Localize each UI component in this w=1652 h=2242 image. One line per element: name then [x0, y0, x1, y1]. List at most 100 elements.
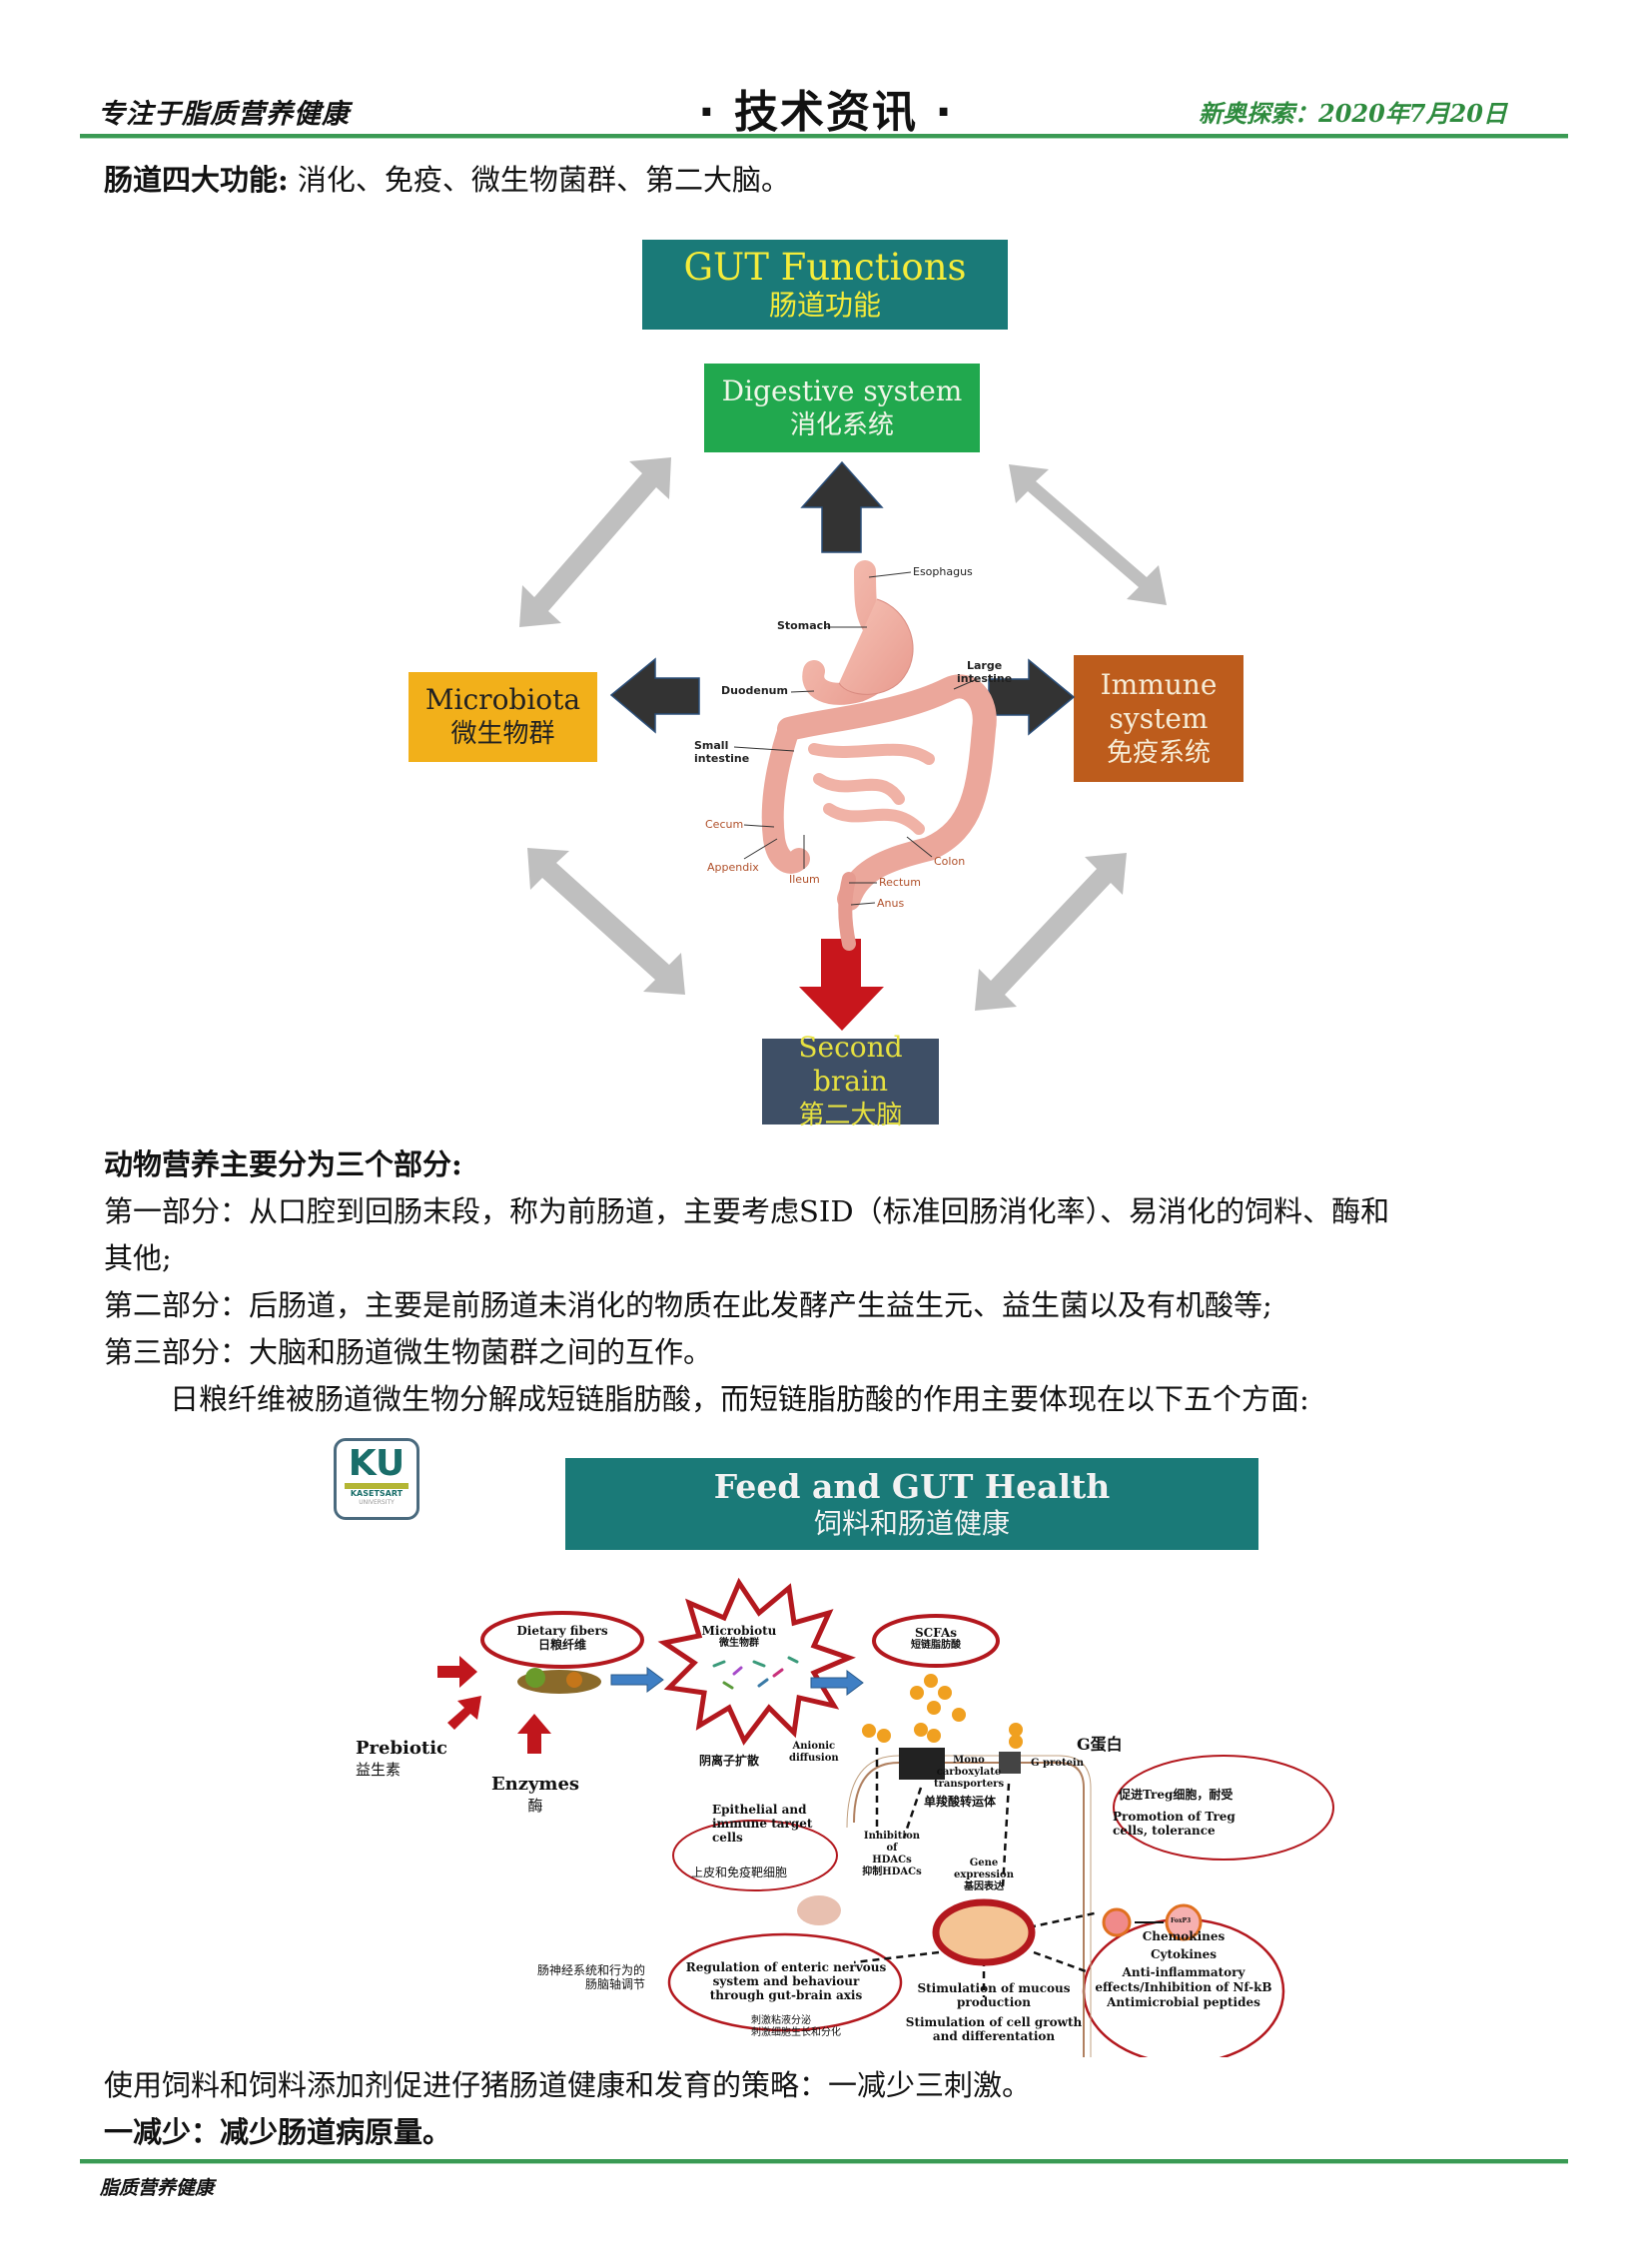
immune-label-zh: 免疫系统 [1106, 737, 1211, 768]
digestive-label-en: Digestive system [721, 374, 963, 407]
anatomy-label-cecum: Cecum [705, 818, 744, 831]
mucous-label: Stimulation of mucous production Stimula… [894, 1981, 1094, 2043]
anatomy-label-large-2: intestine [957, 672, 1013, 685]
gene-en2: expression [954, 1869, 1014, 1880]
logo-bar [345, 1483, 409, 1489]
gut-brain-zh2: 肠脑轴调节 [584, 1977, 645, 1991]
scfas-zh: 短链脂肪酸 [911, 1640, 961, 1651]
anatomy-label-anus: Anus [877, 897, 905, 910]
strategy-text: 使用饲料和饲料添加剂促进仔猪肠道健康和发育的策略：一减少三刺激。 [104, 2068, 1032, 2102]
header-slogan: 专注于脂质营养健康 [98, 99, 350, 130]
double-arrow-top-right-icon [1009, 464, 1167, 605]
epithelial-ellipse [672, 1820, 838, 1891]
mucous-en1: Stimulation of mucous [917, 1981, 1071, 1995]
immune-effect-item: Anti-inflammatory [1122, 1965, 1245, 1979]
dietary-fibers-en: Dietary fibers [516, 1624, 608, 1638]
gene-en1: Gene [969, 1858, 999, 1868]
g-protein-icon [999, 1752, 1021, 1774]
feed-gut-health-title-box: Feed and GUT Health 饲料和肠道健康 [565, 1458, 1258, 1550]
anatomy-label-large-1: Large [967, 659, 1003, 672]
anatomy-label-small-2: intestine [694, 752, 750, 765]
anionic-diffusion-en: Anionic diffusion [789, 1741, 839, 1765]
epithelial-en2: immune target [712, 1817, 813, 1831]
epithelial-zh: 上皮和免疫靶细胞 [691, 1866, 788, 1879]
gut-functions-title-zh: 肠道功能 [768, 289, 881, 322]
double-arrow-top-left-icon [519, 457, 671, 627]
anatomy-label-duodenum: Duodenum [721, 684, 788, 697]
mono-en3: transporters [934, 1779, 1005, 1790]
header-divider [80, 134, 1568, 139]
mucous-en2: production [957, 1995, 1031, 2009]
immune-effect-item: effects/Inhibition of Nf-kB [1095, 1980, 1272, 1994]
anatomy-label-ileum: Ileum [789, 873, 820, 886]
immune-effect-item: Cytokines [1150, 1947, 1218, 1961]
prebiotic-arrow-diag-icon [447, 1696, 481, 1730]
anionic-en2: diffusion [789, 1753, 839, 1764]
anatomy-label-appendix: Appendix [707, 861, 759, 874]
blue-arrow-1-icon [610, 1667, 664, 1693]
prebiotic-label: Prebiotic 益生素 [356, 1738, 447, 1780]
gut-brain-en3: through gut-brain axis [709, 1988, 863, 2002]
brain-icon [797, 1895, 841, 1925]
logo-sub1: KASETSART [350, 1489, 404, 1498]
gene-expression-label: Gene expression 基因表达 [949, 1858, 1019, 1893]
microbiota-zh: 微生物群 [719, 1638, 759, 1649]
immune-system-box: Immune system 免疫系统 [1074, 655, 1243, 782]
intro-label: 肠道四大功能: [104, 163, 289, 197]
mucous-zh1: 刺激粘液分泌 [751, 2015, 811, 2026]
double-arrow-bottom-right-icon [975, 853, 1127, 1011]
foxp3-cell-icon [1165, 1903, 1203, 1941]
mono-en2: carboxylate [936, 1767, 1002, 1778]
scfas-ellipse [872, 1614, 1000, 1668]
anatomy-label-small-intestine: Small intestine [694, 739, 749, 765]
foxp3-label: FoxP3 [1171, 1917, 1192, 1924]
gut-brain-zh: 肠神经系统和行为的 肠脑轴调节 [515, 1963, 645, 1991]
arrow-up-icon [800, 460, 884, 553]
microbiota-label-en: Microbiota [424, 683, 581, 716]
footer-divider [80, 2159, 1568, 2164]
double-arrow-bottom-left-icon [527, 848, 685, 995]
epithelial-label: Epithelial and immune target cells [712, 1803, 812, 1845]
second-brain-box: Second brain 第二大脑 [762, 1031, 939, 1130]
intro-text: 消化、免疫、微生物菌群、第二大脑。 [288, 163, 790, 197]
gut-functions-diagram-graphics [519, 457, 1167, 1031]
immune-effects-list: Chemokines Cytokines Anti-inflammatory e… [1094, 1927, 1273, 2011]
enzymes-en: Enzymes [490, 1774, 580, 1795]
header-date: 新奥探索：2020年7月20日 [1199, 99, 1507, 128]
immune-label-en1: Immune [1100, 667, 1218, 701]
mono-carboxylate-zh: 单羧酸转运体 [924, 1795, 997, 1809]
growth-en2: and differentation [932, 2029, 1056, 2043]
second-brain-label-zh: 第二大脑 [798, 1101, 903, 1130]
digestive-label-zh: 消化系统 [789, 409, 894, 440]
g-protein-en: G protein [1031, 1758, 1085, 1769]
feed-gut-title-en: Feed and GUT Health [713, 1467, 1111, 1506]
arrow-left-icon [609, 657, 700, 734]
anatomy-label-rectum: Rectum [879, 876, 921, 889]
blue-arrow-2-icon [810, 1670, 864, 1696]
immune-effect-item: Antimicrobial peptides [1107, 1995, 1260, 2009]
part1-line1: 第一部分：从口腔到回肠末段，称为前肠道，主要考虑SID（标准回肠消化率）、易消化… [104, 1194, 1390, 1228]
anatomy-label-esophagus: Esophagus [913, 565, 973, 578]
enzymes-arrow-up-icon [517, 1714, 551, 1754]
footer-text: 脂质营养健康 [100, 2177, 215, 2199]
anatomy-label-small-1: Small [694, 739, 729, 752]
enzymes-label: Enzymes 酶 [485, 1774, 585, 1816]
dietary-fibers-ellipse [480, 1611, 644, 1669]
digestive-tract-illustration [761, 560, 997, 951]
microbiota-label-zh: 微生物群 [450, 719, 555, 749]
transporter-icon [899, 1748, 945, 1780]
logo-sub2: UNIVERSITY [359, 1499, 395, 1506]
mono-en1: Mono [953, 1755, 985, 1766]
mono-carboxylate-label: Mono carboxylate transporters [934, 1755, 1004, 1791]
immune-label-en2: system [1109, 701, 1209, 735]
scfa-dots [862, 1674, 1023, 1749]
mucous-zh2: 刺激细胞生长和分化 [751, 2027, 841, 2038]
epithelial-en3: cells [712, 1831, 743, 1845]
second-brain-label-en: Second brain [798, 1031, 903, 1098]
gene-expression-ellipse [932, 1898, 1036, 1966]
dietary-fibers-zh: 日粮纤维 [537, 1638, 586, 1652]
gut-functions-title-en: GUT Functions [683, 246, 967, 289]
anionic-diffusion-zh: 阴离子扩散 [699, 1754, 760, 1768]
section-heading: 动物营养主要分为三个部分: [104, 1147, 462, 1181]
hdac-label: Inhibition of HDACs 抑制HDACs [857, 1831, 927, 1878]
